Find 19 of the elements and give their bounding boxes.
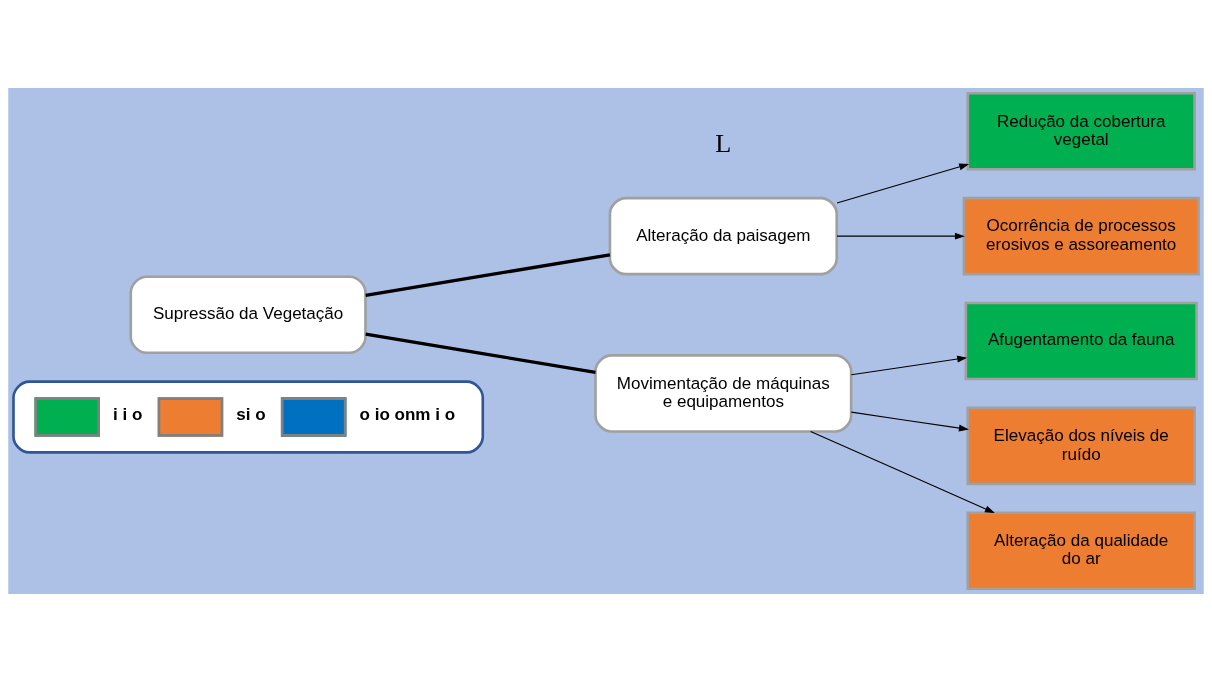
legend-label: si o bbox=[236, 405, 266, 425]
connector bbox=[365, 332, 596, 374]
node-box: Alteração da qualidade do ar bbox=[966, 511, 1196, 591]
node-box: Ocorrência de processos erosivos e assoreamento bbox=[962, 196, 1200, 276]
node-box: Elevação dos níveis de ruído bbox=[966, 406, 1196, 486]
arrow bbox=[810, 431, 995, 514]
node-box: Redução da cobertura vegetal bbox=[966, 91, 1196, 171]
label: L bbox=[715, 129, 732, 159]
legend-label: i i o bbox=[113, 405, 143, 425]
arrow bbox=[836, 163, 970, 204]
node-box: Afugentamento da fauna bbox=[964, 301, 1198, 381]
node-box: Supressão da Vegetação bbox=[129, 275, 367, 355]
node-box: Movimentação de máquinas e equipamentos bbox=[594, 354, 853, 433]
node-box: Alteração da paisagem bbox=[608, 196, 839, 276]
connector bbox=[365, 253, 611, 298]
arrow bbox=[850, 355, 968, 376]
arrow bbox=[850, 411, 969, 432]
arrow bbox=[836, 232, 965, 240]
legend-label: o io onm i o bbox=[359, 405, 456, 425]
